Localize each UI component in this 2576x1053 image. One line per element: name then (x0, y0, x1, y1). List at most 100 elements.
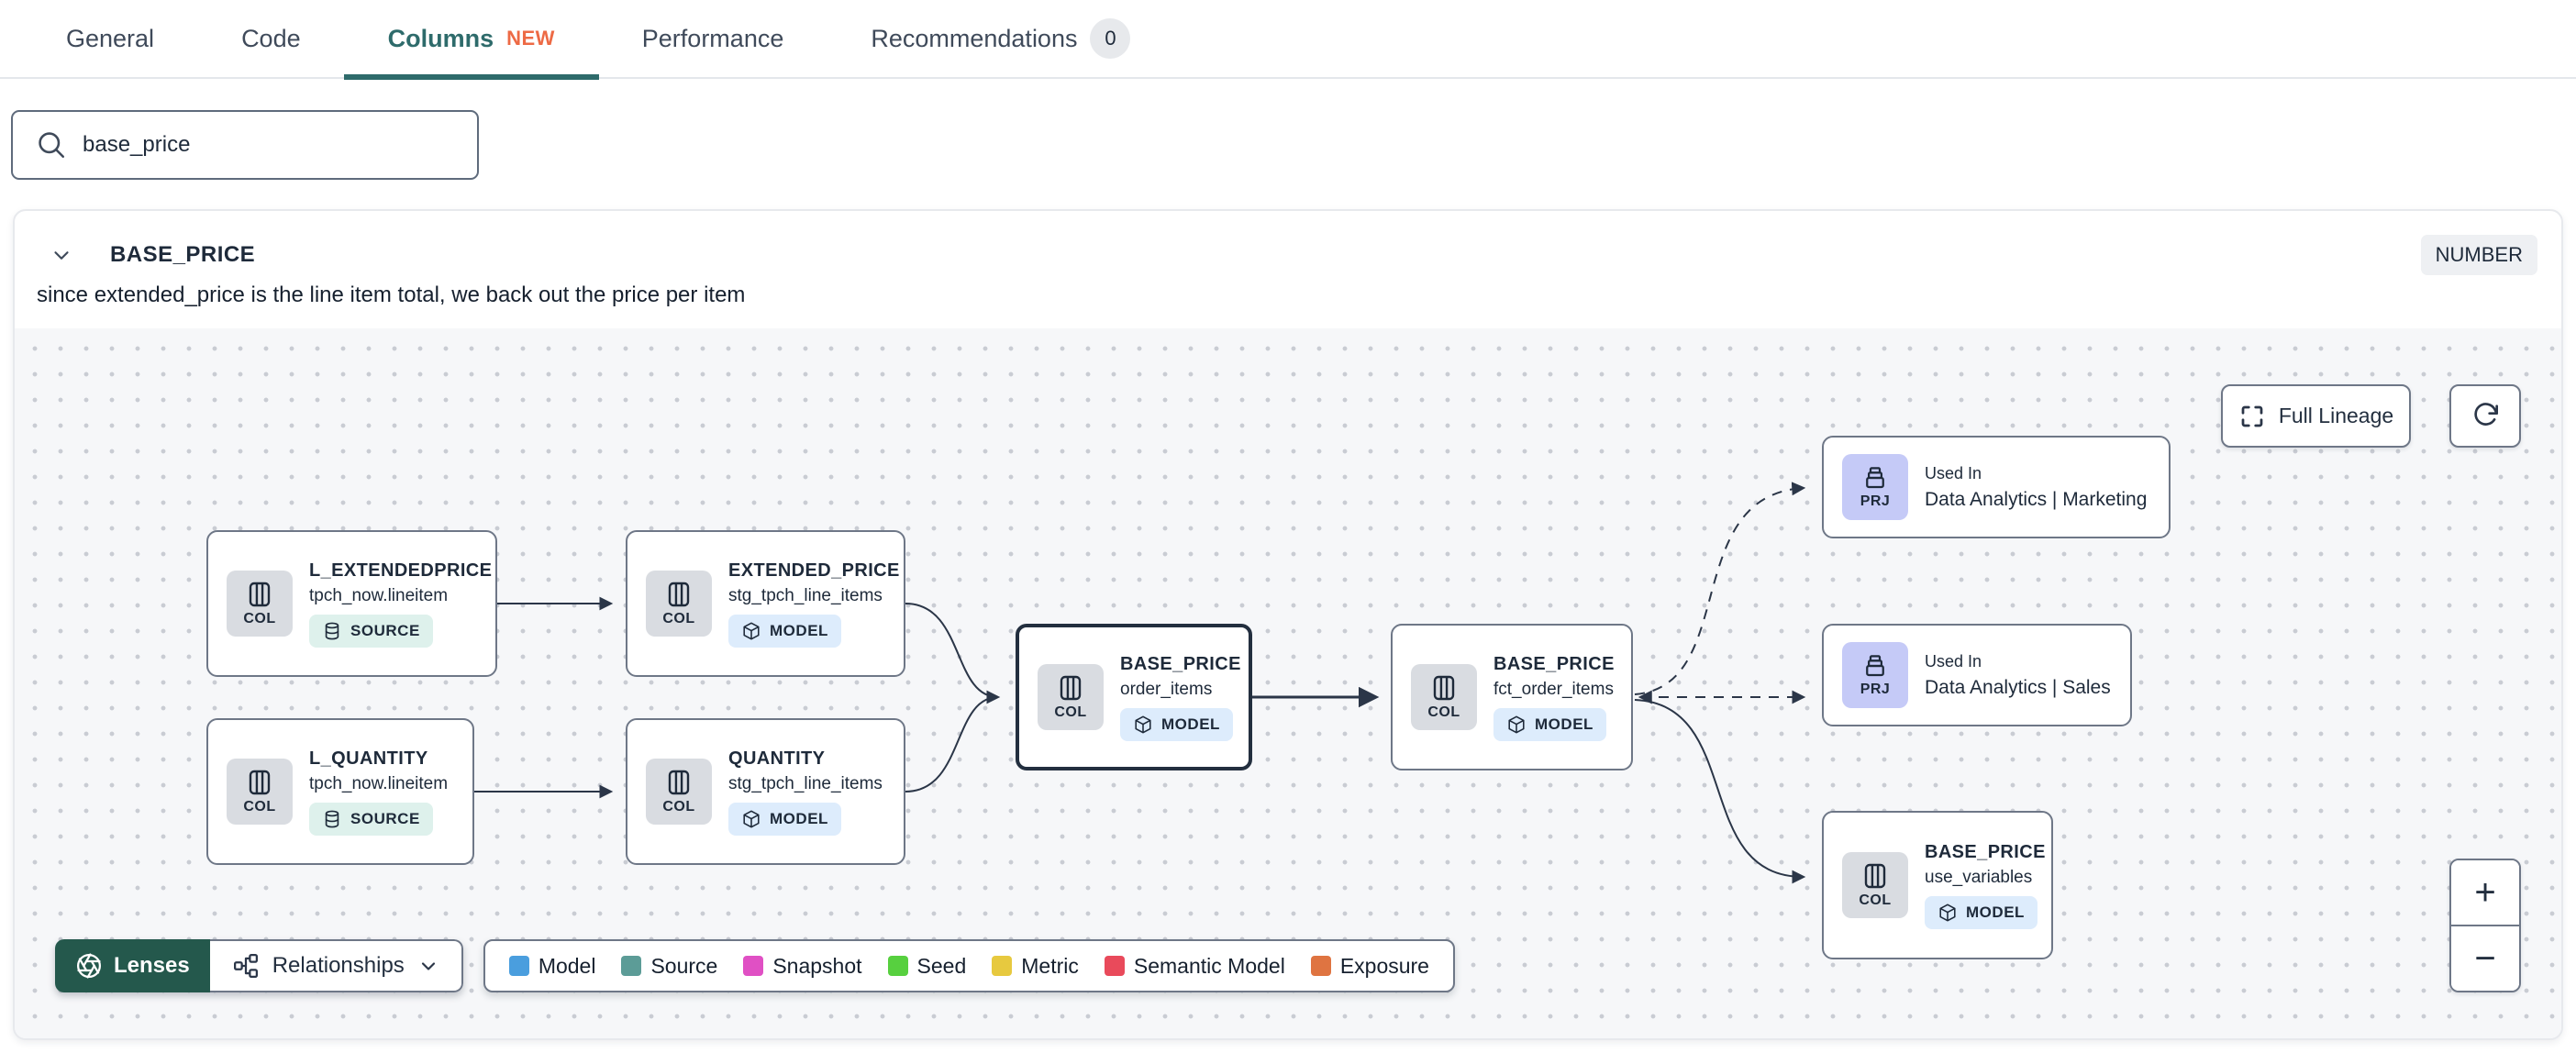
column-name: BASE_PRICE (110, 242, 256, 267)
full-lineage-button[interactable]: Full Lineage (2221, 384, 2411, 448)
legend-item-metric: Metric (992, 954, 1079, 979)
lineage-edges (474, 482, 1806, 884)
legend-swatch (1104, 956, 1125, 976)
node-title: Data Analytics | Marketing (1925, 488, 2148, 510)
node-title: Data Analytics | Sales (1925, 676, 2111, 698)
tab-columns[interactable]: Columns NEW (343, 0, 599, 80)
legend-swatch (992, 956, 1013, 976)
lineage-node-l-extendedprice[interactable]: COL L_EXTENDEDPRICE tpch_now.lineitem SO… (206, 530, 497, 677)
canvas-toolbar: Lenses Relationships Model Source Snaps (55, 939, 1455, 992)
chevron-down-icon (421, 962, 435, 970)
relationships-icon (233, 954, 258, 978)
edge-quantity-baseprice (905, 696, 999, 793)
refresh-icon (2474, 402, 2498, 426)
lineage-node-base-price-order-items[interactable]: COL BASE_PRICE order_items MODEL (1016, 624, 1252, 770)
columns-icon (668, 770, 690, 795)
node-title: EXTENDED_PRICE (728, 560, 900, 581)
legend-item-semantic-model: Semantic Model (1104, 954, 1285, 979)
tab-general[interactable]: General (66, 24, 155, 52)
columns-icon (1433, 675, 1455, 701)
panel-header: BASE_PRICE NUMBER (15, 211, 2561, 275)
project-chip: PRJ (1842, 454, 1908, 520)
tab-recommendations[interactable]: Recommendations 0 (871, 0, 1131, 78)
cube-icon (1135, 715, 1151, 733)
database-icon (325, 810, 339, 827)
refresh-button[interactable] (2449, 384, 2521, 448)
fullscreen-icon (2241, 405, 2263, 427)
used-in-label: Used In (1925, 651, 1982, 671)
lineage-node-extended-price[interactable]: COL EXTENDED_PRICE stg_tpch_line_items M… (626, 530, 905, 677)
column-chip: COL (646, 571, 712, 637)
columns-icon (249, 770, 271, 795)
zoom-in-button[interactable]: + (2451, 860, 2519, 926)
project-icon (1866, 467, 1884, 489)
aperture-icon (77, 953, 101, 979)
model-badge: MODEL (1925, 895, 2037, 929)
lineage-node-quantity[interactable]: COL QUANTITY stg_tpch_line_items MODEL (626, 718, 905, 865)
legend-swatch (743, 956, 764, 976)
lineage-node-l-quantity[interactable]: COL L_QUANTITY tpch_now.lineitem SOURCE (206, 718, 474, 865)
legend-swatch (887, 956, 908, 976)
search-input[interactable] (11, 110, 479, 180)
node-subtitle: order_items (1120, 679, 1213, 699)
recommendations-count-badge: 0 (1090, 18, 1131, 59)
node-title: BASE_PRICE (1493, 653, 1615, 674)
search-icon (39, 132, 65, 159)
cube-icon (1939, 903, 1956, 921)
zoom-controls: + − (2449, 859, 2521, 992)
project-icon (1866, 655, 1884, 677)
legend-swatch (508, 956, 529, 976)
chevron-down-icon[interactable] (50, 243, 73, 267)
node-subtitle: tpch_now.lineitem (309, 773, 449, 793)
edge-fct-marketing (1634, 482, 1806, 695)
model-badge: MODEL (728, 802, 841, 836)
column-chip: COL (1038, 664, 1104, 730)
lenses-button[interactable]: Lenses (55, 939, 210, 992)
zoom-out-button[interactable]: − (2451, 926, 2519, 991)
legend-item-seed: Seed (887, 954, 966, 979)
node-title: BASE_PRICE (1925, 841, 2046, 862)
columns-icon (249, 582, 271, 607)
lineage-canvas[interactable]: COL L_EXTENDEDPRICE tpch_now.lineitem SO… (15, 328, 2561, 1038)
column-type-badge: NUMBER (2420, 235, 2537, 275)
project-chip: PRJ (1842, 642, 1908, 708)
lineage-node-base-price-use-variables[interactable]: COL BASE_PRICE use_variables MODEL (1822, 811, 2053, 959)
lenses-group: Lenses Relationships (55, 939, 463, 992)
cube-icon (1508, 715, 1525, 733)
legend-swatch (621, 956, 642, 976)
node-title: QUANTITY (728, 748, 826, 769)
used-in-label: Used In (1925, 463, 1982, 482)
node-subtitle: use_variables (1925, 867, 2033, 887)
column-chip: COL (227, 571, 293, 637)
columns-icon (1864, 863, 1886, 889)
new-badge: NEW (506, 27, 555, 50)
lineage-node-base-price-fct-order-items[interactable]: COL BASE_PRICE fct_order_items MODEL (1391, 624, 1633, 770)
node-title: L_EXTENDEDPRICE (309, 560, 493, 581)
cube-icon (743, 622, 760, 639)
relationships-dropdown[interactable]: Relationships (209, 939, 463, 992)
model-badge: MODEL (1493, 707, 1606, 741)
node-title: L_QUANTITY (309, 748, 428, 769)
columns-icon (668, 582, 690, 607)
lineage-node-exposure-sales[interactable]: PRJ Used In Data Analytics | Sales (1822, 624, 2132, 726)
columns-icon (1060, 675, 1082, 701)
tab-performance[interactable]: Performance (641, 24, 784, 52)
edge-extendedprice-baseprice (905, 603, 1001, 704)
node-type-legend: Model Source Snapshot Seed Metric Semant… (483, 939, 1455, 992)
node-title: BASE_PRICE (1120, 653, 1241, 674)
database-icon (325, 622, 339, 639)
node-subtitle: fct_order_items (1493, 679, 1614, 699)
tab-bar: General Code Columns NEW Performance Rec… (0, 0, 2576, 80)
column-chip: COL (1842, 852, 1908, 918)
edge-fct-usevariables (1634, 699, 1806, 884)
legend-item-source: Source (621, 954, 717, 979)
lineage-node-exposure-marketing[interactable]: PRJ Used In Data Analytics | Marketing (1822, 436, 2171, 538)
tab-code[interactable]: Code (241, 24, 301, 52)
model-badge: MODEL (1120, 707, 1233, 741)
node-subtitle: stg_tpch_line_items (728, 585, 883, 605)
legend-item-snapshot: Snapshot (743, 954, 862, 979)
legend-item-model: Model (508, 954, 595, 979)
column-description: since extended_price is the line item to… (37, 283, 746, 307)
column-chip: COL (646, 759, 712, 825)
legend-swatch (1310, 956, 1331, 976)
